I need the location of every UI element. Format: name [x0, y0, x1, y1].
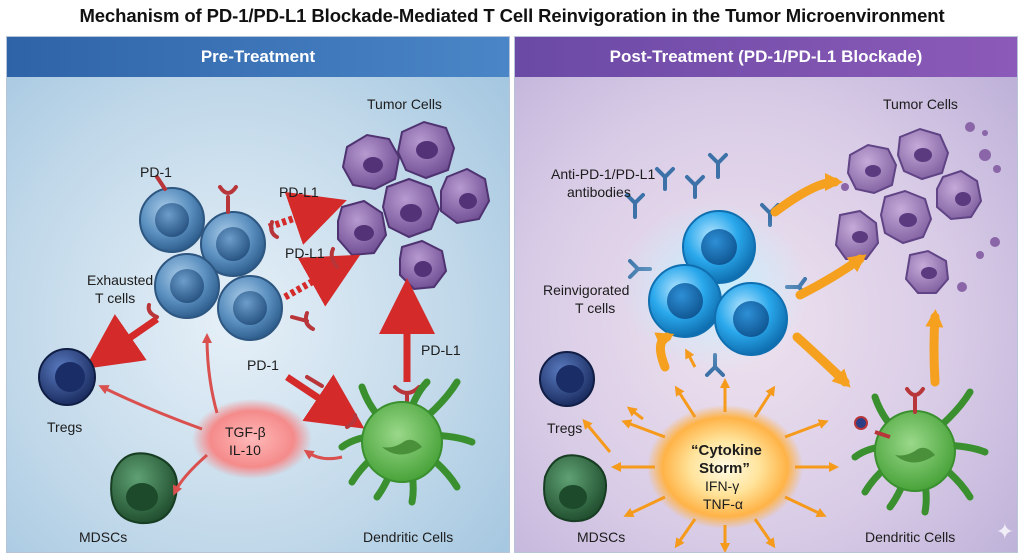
reinvigorated-t-cell-cluster: [620, 202, 810, 372]
post-treatment-diagram: Tumor Cells Anti-PD-1/PD-L1 antibodies R…: [539, 96, 1001, 552]
exhausted-t-cell-cluster: [139, 187, 283, 341]
antibodies-label-line1: Anti-PD-1/PD-L1: [551, 166, 655, 182]
pd1-label-top: PD-1: [140, 164, 172, 180]
mdsc-cell-post: [543, 454, 607, 523]
pdl1-dc-label: PD-L1: [421, 342, 461, 358]
reinvigorated-label-line2: T cells: [575, 300, 615, 316]
antibodies-label-line2: antibodies: [567, 184, 631, 200]
tumor-cell-cluster: [337, 120, 491, 291]
tumor-cells-label-post: Tumor Cells: [883, 96, 958, 112]
tumor-cells-label: Tumor Cells: [367, 96, 442, 112]
treg-cell: [38, 348, 96, 406]
dendritic-cell-post: [851, 387, 989, 516]
treg-cell-post: [539, 351, 595, 407]
pre-treatment-header: Pre-Treatment: [7, 37, 509, 77]
il10-label: IL-10: [229, 442, 261, 458]
mdscs-label: MDSCs: [79, 529, 127, 545]
suppressive-arrows: [98, 333, 343, 496]
cytokine-storm-burst: [647, 405, 803, 529]
sparkle-icon: ✦: [995, 520, 1014, 545]
tregs-label-post: Tregs: [547, 420, 582, 436]
tregs-label: Tregs: [47, 419, 82, 435]
cytokine-storm-label-line2: Storm”: [699, 460, 750, 477]
diagram-title: Mechanism of PD-1/PD-L1 Blockade-Mediate…: [79, 5, 945, 26]
post-treatment-header: Post-Treatment (PD-1/PD-L1 Blockade): [515, 37, 1017, 77]
dendritic-cells-label-post: Dendritic Cells: [865, 529, 955, 545]
ifn-gamma-label: IFN-γ: [705, 478, 739, 494]
mdsc-cell: [110, 452, 178, 525]
pd1-label-bottom: PD-1: [247, 357, 279, 373]
reinvigorated-label-line1: Reinvigorated: [543, 282, 629, 298]
mdscs-label-post: MDSCs: [577, 529, 625, 545]
cytokine-storm-arrows: [582, 348, 839, 552]
dendritic-cells-label: Dendritic Cells: [363, 529, 453, 545]
exhausted-label-line2: T cells: [95, 290, 135, 306]
dendritic-cell: [338, 378, 476, 506]
pre-treatment-panel: Pre-Treatment: [6, 36, 510, 553]
inhibitory-arrows: [84, 191, 435, 429]
post-treatment-panel: Post-Treatment (PD-1/PD-L1 Blockade): [514, 36, 1018, 553]
tnf-alpha-label: TNF-α: [703, 496, 743, 512]
tgf-il10-cloud: [192, 399, 312, 479]
fragmented-tumor-cluster: [834, 122, 1001, 294]
pdl1-label-top: PD-L1: [279, 184, 319, 200]
cytokine-storm-label-line1: “Cytokine: [691, 442, 762, 459]
tgf-beta-label: TGF-β: [225, 424, 266, 440]
pre-treatment-diagram: Tumor Cells: [38, 96, 491, 545]
killing-arrows: [654, 173, 944, 388]
exhausted-label-line1: Exhausted: [87, 272, 153, 288]
pdl1-label-mid: PD-L1: [285, 245, 325, 261]
